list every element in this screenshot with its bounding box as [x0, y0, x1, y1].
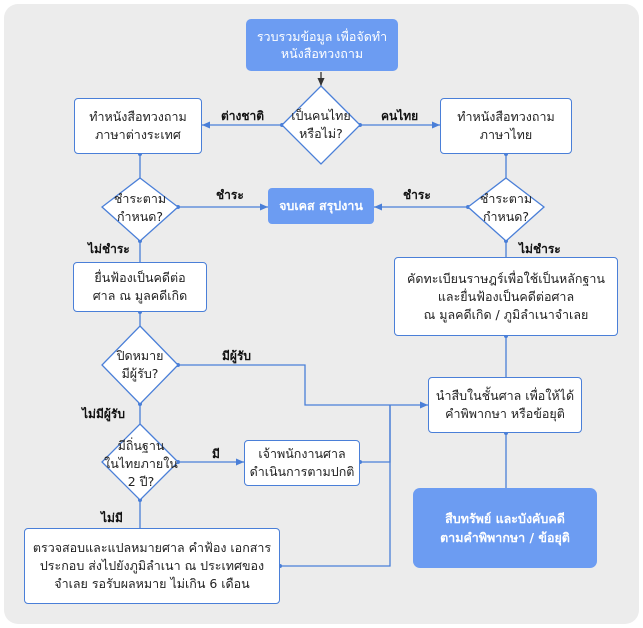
foreign-letter-box: ทำหนังสือทวงถาม ภาษาต่างระเทศ	[74, 98, 202, 154]
diamond-q-receiver	[101, 325, 179, 405]
label-paid-right: ชำระ	[403, 188, 431, 202]
court-hearing-box: นำสืบในชั้นศาล เพื่อให้ได้ คำพิพากษา หรื…	[428, 377, 582, 433]
label-paid-left: ชำระ	[216, 188, 244, 202]
asset-enforcement-node: สืบทรัพย์ และบังคับคดี ตามคำพิพากษา / ข้…	[413, 488, 597, 568]
diamond-q-pay-left	[100, 177, 180, 242]
edge-q-receiver-to-court	[178, 364, 428, 409]
registry-box: คัดทะเบียนราษฎร์เพื่อใช้เป็นหลักฐาน และย…	[394, 257, 618, 336]
translate-summons-box: ตรวจสอบและแปลหมายศาล คำฟ้อง เอกสาร ประกอ…	[24, 528, 280, 604]
thai-letter-box: ทำหนังสือทวงถาม ภาษาไทย	[440, 98, 572, 154]
edge-translate-to-court	[280, 405, 391, 567]
court-officer-box: เจ้าพนักงานศาล ดำเนินการตามปกติ	[244, 440, 360, 486]
q-domicile-text: มีถิ่นฐาน ในไทยภายใน 2 ปี?	[104, 438, 178, 489]
start-node: รวบรวมข้อมูล เพื่อจัดทำ หนังสือทวงถาม	[246, 19, 398, 71]
label-not-paid-left: ไม่ชำระ	[88, 242, 130, 256]
diamond-q-domicile	[101, 423, 179, 501]
label-not-paid-right: ไม่ชำระ	[519, 242, 561, 256]
label-no-receiver: ไม่มีผู้รับ	[82, 407, 125, 421]
q-receiver-text: ปิดหมาย มีผู้รับ?	[116, 348, 164, 381]
label-foreigner: ต่างชาติ	[221, 109, 265, 123]
file-lawsuit-box: ยื่นฟ้องเป็นคดีต่อ ศาล ณ มูลคดีเกิด	[73, 262, 207, 312]
edge-officer-to-court	[360, 405, 391, 463]
end-case-node: จบเคส สรุปงาน	[268, 188, 374, 224]
q-pay-left-text: ชำระตาม กำหนด?	[113, 191, 167, 224]
q-thai-text: เป็นคนไทย หรือไม่?	[291, 108, 351, 141]
q-pay-right-text: ชำระตาม กำหนด?	[479, 191, 533, 224]
label-has-receiver: มีผู้รับ	[222, 349, 252, 363]
label-thai: คนไทย	[381, 109, 419, 123]
diamond-q-pay-right	[466, 177, 546, 242]
label-no: ไม่มี	[101, 511, 123, 525]
diamond-q-thai	[281, 85, 361, 165]
label-yes: มี	[212, 447, 220, 461]
